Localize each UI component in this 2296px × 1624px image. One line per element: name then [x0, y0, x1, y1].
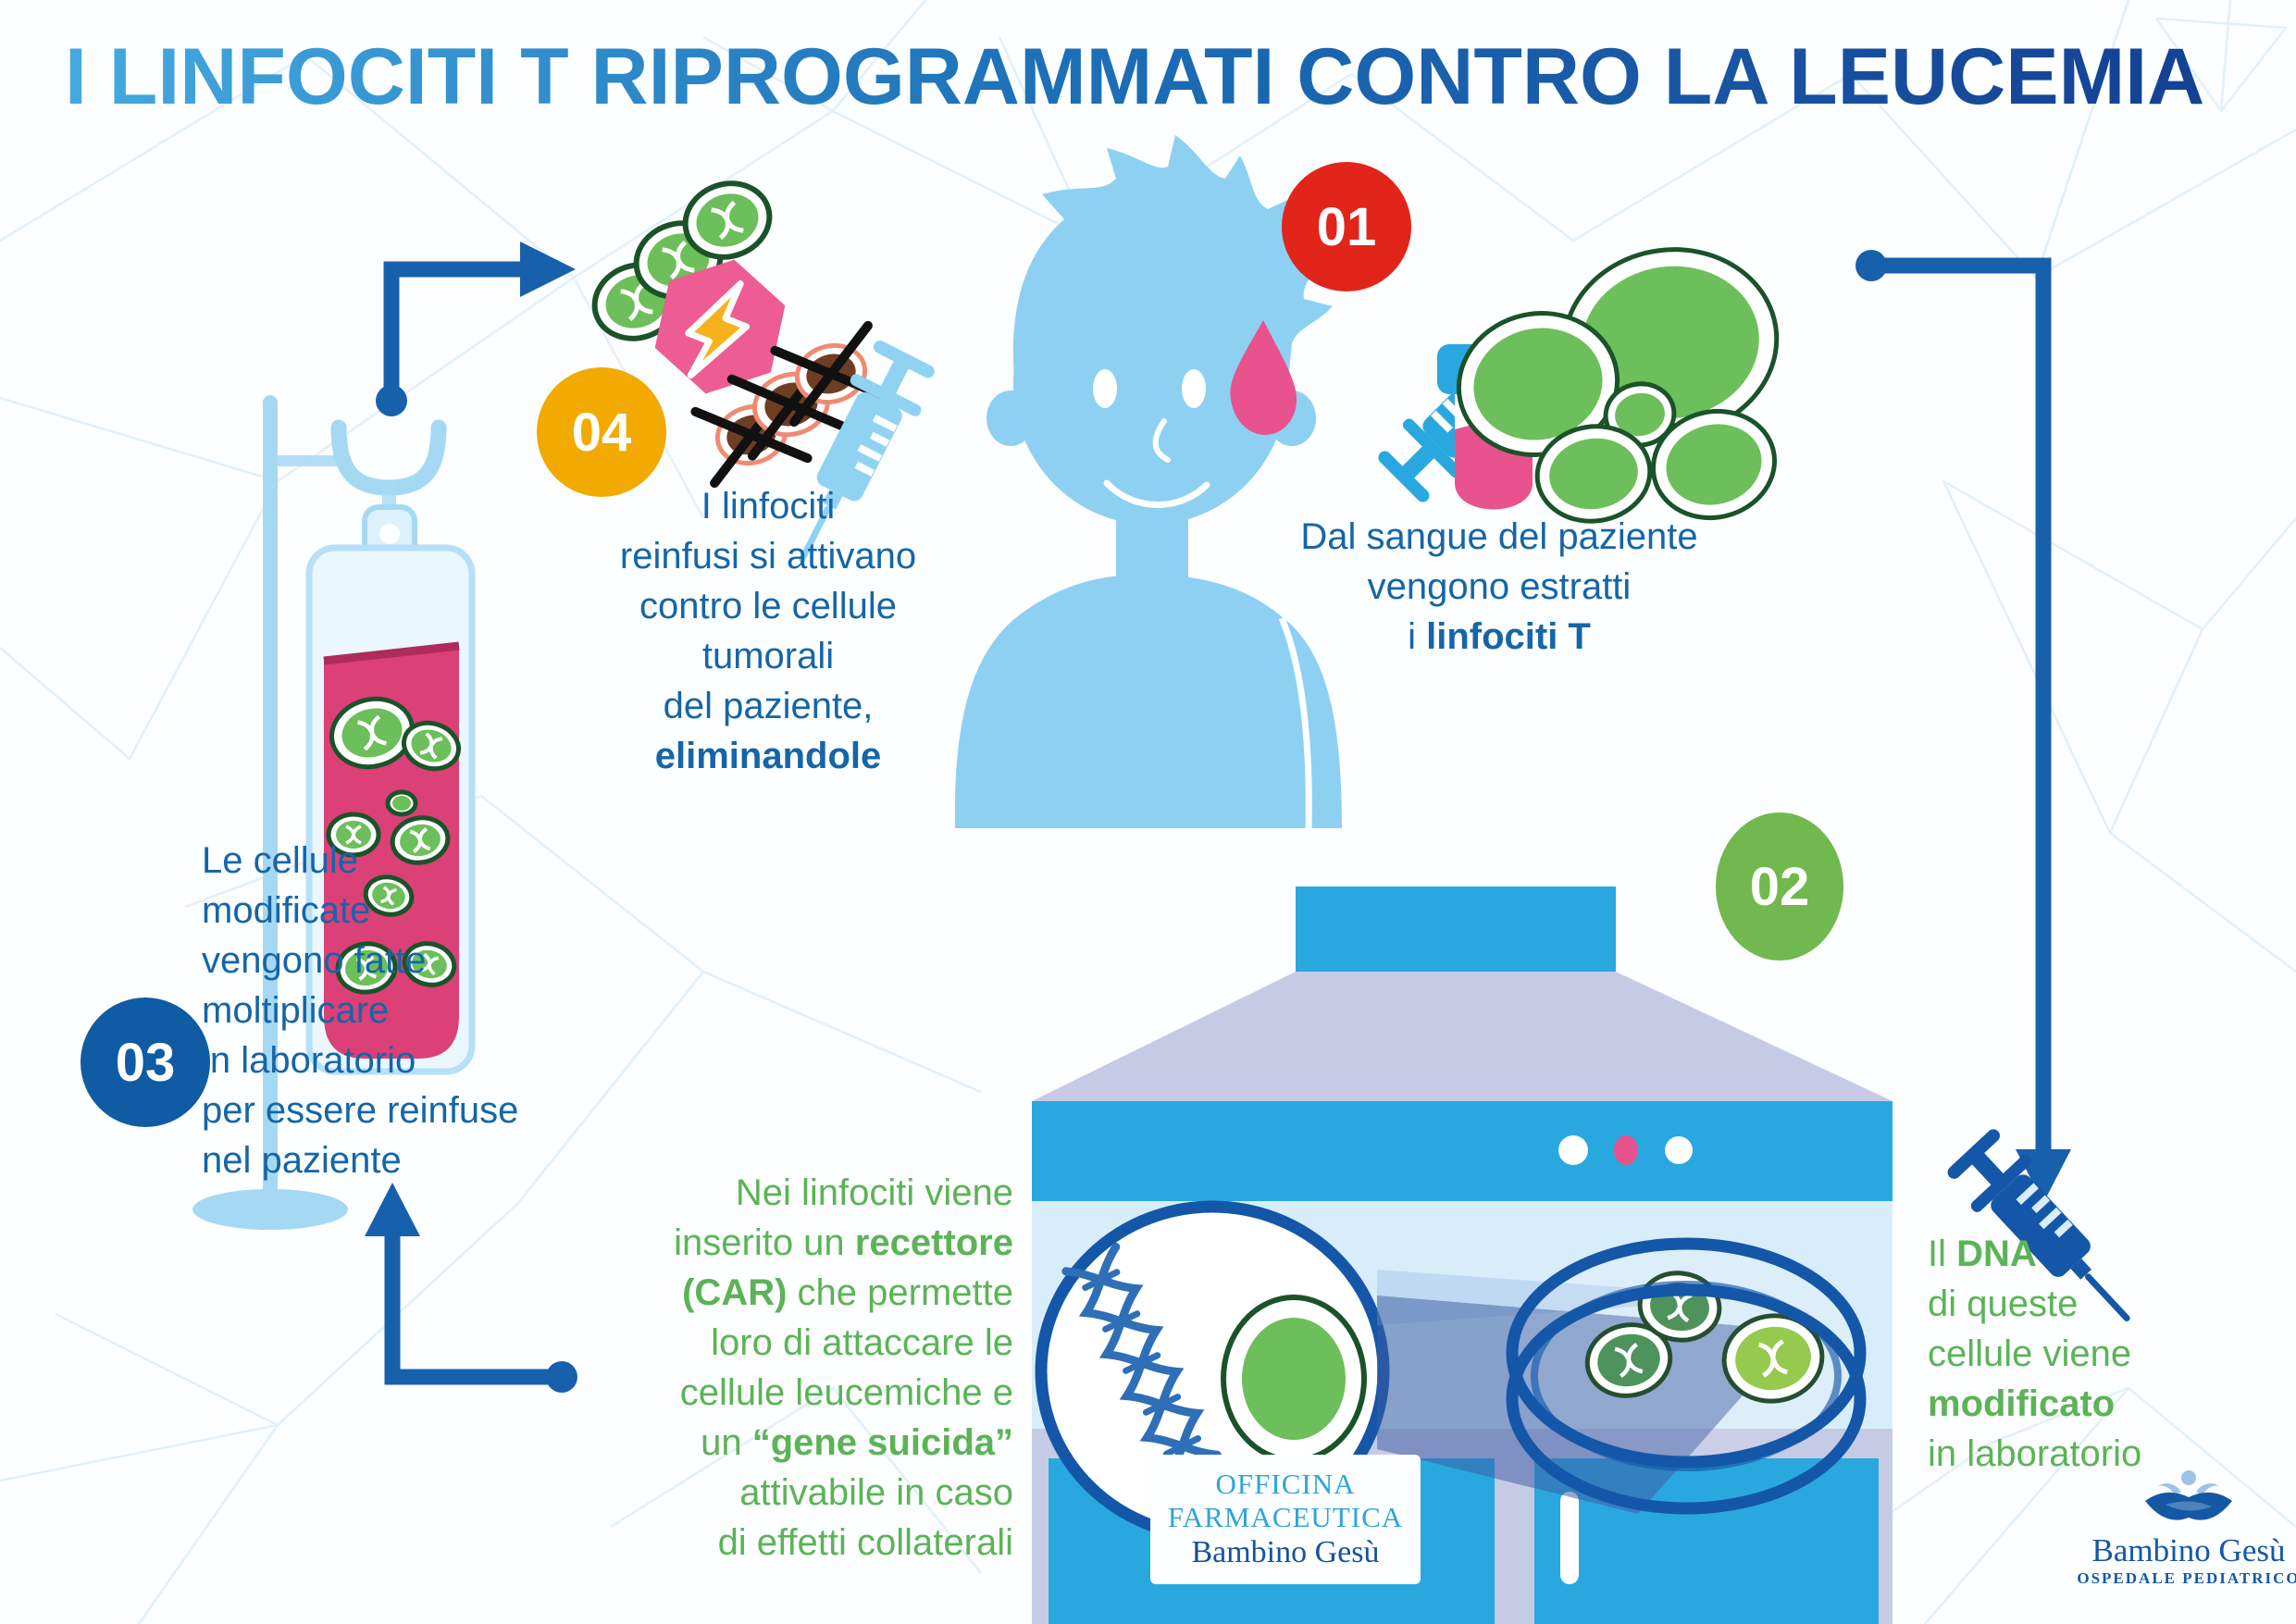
step-badge-02: 02 [1716, 812, 1843, 961]
lymphocyte-cell-cluster [1456, 247, 1780, 524]
cabinet-label-line3: Bambino Gesù [1191, 1535, 1380, 1569]
flow-arrow-02-to-03 [365, 1183, 577, 1393]
hospital-logo: Bambino Gesù OSPEDALE PEDIATRICO [2059, 1469, 2296, 1588]
magnified-cell-circle [1035, 1200, 1390, 1543]
syringe-icon-reinfusion [799, 341, 935, 563]
step-01-text: Dal sangue del paziente vengono estratti… [1300, 516, 1698, 657]
cabinet-label: OFFICINA FARMACEUTICA Bambino Gesù [1150, 1455, 1421, 1584]
projection-beam [1377, 1270, 1800, 1514]
step-04-text: I linfociti reinfusi si attivano contro … [619, 486, 917, 776]
step-number-03: 03 [115, 1032, 176, 1093]
hospital-logo-name: Bambino Gesù [2091, 1532, 2286, 1568]
dna-icon [1061, 1243, 1222, 1484]
flow-arrow-03-to-04 [376, 242, 576, 416]
step-number-02: 02 [1749, 856, 1810, 917]
blood-drop-icon [1230, 320, 1297, 435]
step-badge-01: 01 [1282, 162, 1411, 291]
hospital-logo-subtitle: OSPEDALE PEDIATRICO [2077, 1569, 2296, 1587]
door-handle [1560, 1492, 1579, 1584]
hospital-logo-icon [2145, 1470, 2232, 1520]
syringe-icon-dna-edit [1947, 1129, 2130, 1321]
step-badge-03: 03 [81, 998, 210, 1127]
step-number-04: 04 [571, 402, 632, 463]
lightning-hexagon-icon [654, 259, 786, 394]
petri-dish-icon [1506, 1237, 1867, 1515]
flow-arrow-01-to-02 [1855, 250, 2071, 1203]
dna-cell-icons [591, 180, 773, 341]
cabinet-label-line2: FARMACEUTICA [1167, 1501, 1404, 1533]
iv-bag-icon [305, 504, 476, 1075]
page-title: I LINFOCITI T RIPROGRAMMATI CONTRO LA LE… [65, 31, 2249, 123]
step-02-car-text: Nei linfociti viene inserito un recettor… [674, 1172, 1013, 1563]
iv-stand-icon [192, 395, 447, 1230]
boy-silhouette [954, 135, 1342, 829]
step-badge-04: 04 [537, 367, 666, 497]
cabinet-label-line1: OFFICINA [1215, 1468, 1356, 1500]
step-number-01: 01 [1316, 196, 1377, 257]
step-02-dna-text: Il DNA di queste cellule viene modificat… [1928, 1233, 2142, 1474]
step-03-text: Le cellule modificate vengono fatte molt… [202, 840, 519, 1181]
cancer-cell-icons [690, 320, 892, 489]
